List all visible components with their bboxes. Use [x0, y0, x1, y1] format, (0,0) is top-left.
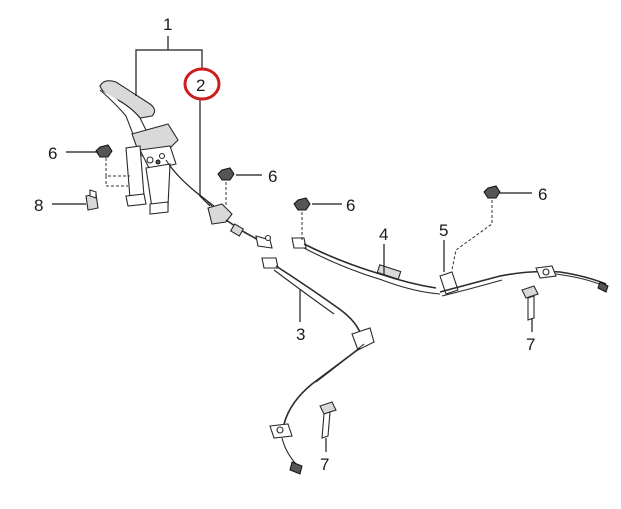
callout-5: 5 [439, 221, 448, 240]
callout-6-a: 6 [48, 144, 57, 163]
parking-brake-lever [99, 80, 217, 215]
bolt-left [319, 401, 337, 439]
callout-7-b: 7 [320, 455, 329, 474]
callout-1: 1 [163, 15, 172, 34]
nut-4 [483, 185, 501, 199]
nut-3 [293, 197, 311, 211]
callout-6-d: 6 [538, 185, 547, 204]
callout-2: 2 [196, 76, 205, 95]
front-cable [207, 203, 273, 249]
nut-2 [217, 167, 235, 181]
highlight-circle [183, 67, 221, 101]
nut-1 [95, 144, 113, 158]
callout-4: 4 [379, 225, 388, 244]
callout-3: 3 [296, 325, 305, 344]
callout-8: 8 [34, 196, 43, 215]
rear-cable-left [261, 257, 375, 475]
callout-7-a: 7 [526, 335, 535, 354]
callout-6-c: 6 [346, 196, 355, 215]
install-lines [105, 158, 493, 271]
bolt-right [521, 285, 539, 321]
leader-lines [52, 36, 533, 452]
callout-6-b: 6 [268, 167, 277, 186]
clip [85, 189, 99, 211]
rear-cable-right [291, 237, 609, 297]
